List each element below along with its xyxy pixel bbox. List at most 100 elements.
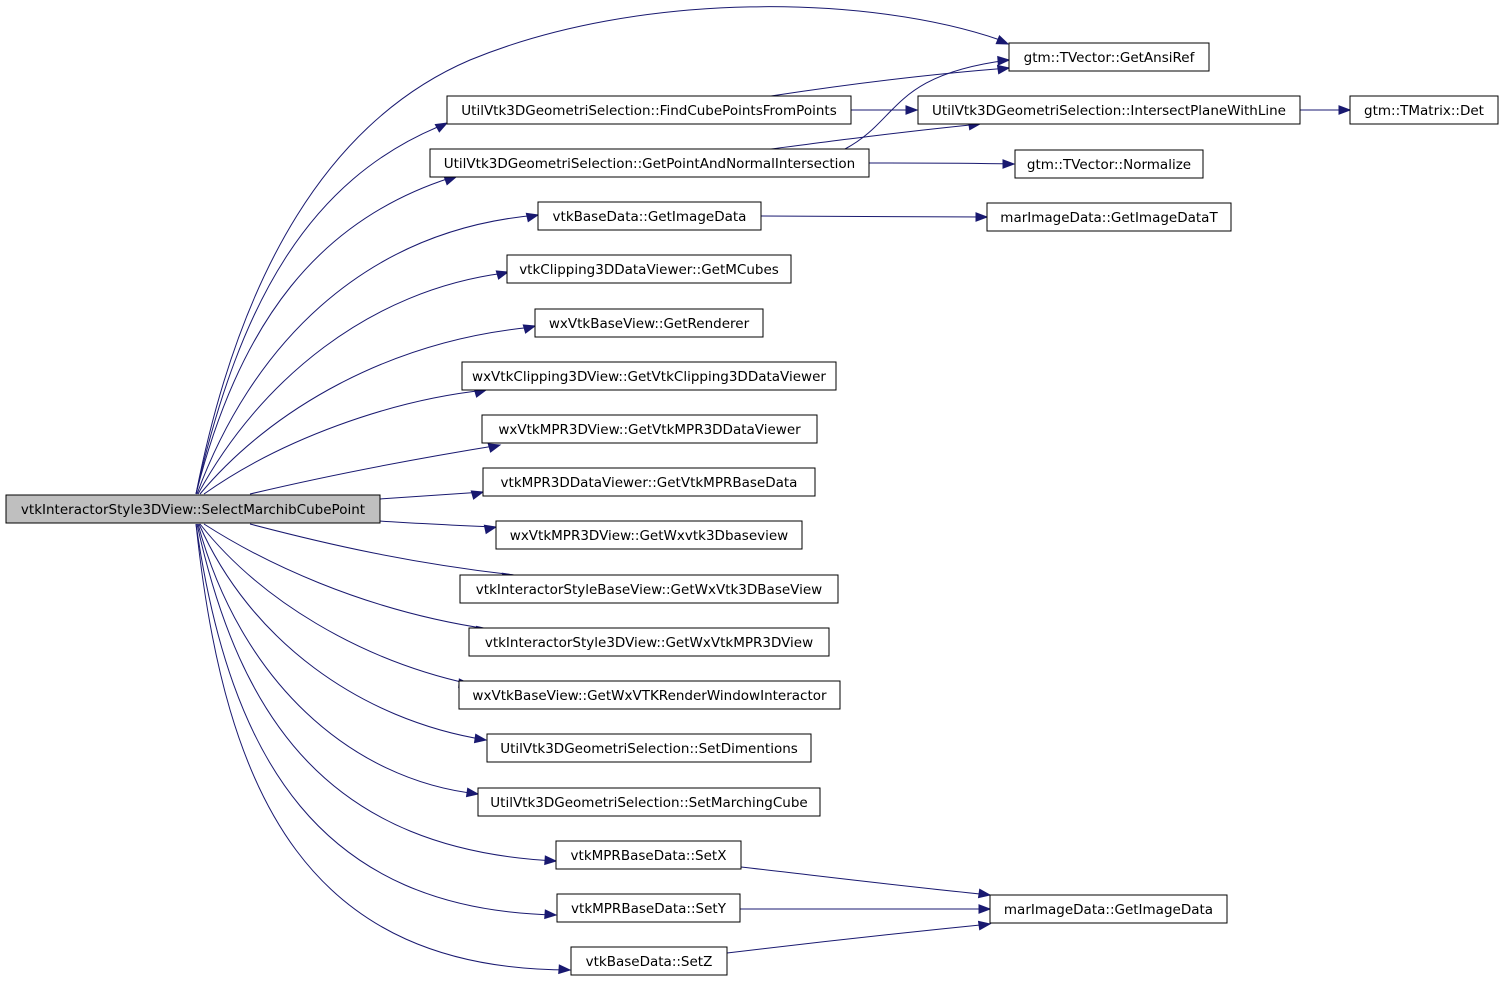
node-label: vtkMPRBaseData::SetX — [571, 848, 727, 864]
edge-line — [726, 923, 991, 954]
node-box — [534, 308, 764, 338]
node-box — [506, 254, 792, 284]
node-label: vtkMPR3DDataViewer::GetVtkMPRBaseData — [501, 475, 798, 491]
node-setdimentions[interactable]: UtilVtk3DGeometriSelection::SetDimention… — [486, 733, 812, 763]
node-label: wxVtkMPR3DView::GetVtkMPR3DDataViewer — [498, 422, 801, 438]
node-box — [459, 574, 839, 604]
edges-layer — [195, 6, 1352, 975]
edge-findcube-to-getansiref — [770, 64, 1011, 97]
node-getwxvtkmpr3dview[interactable]: vtkInteractorStyle3DView::GetWxVtkMPR3DV… — [468, 627, 830, 657]
arrowhead-icon — [977, 920, 992, 931]
node-getimagedatat[interactable]: marImageData::GetImageDataT — [986, 202, 1232, 232]
edge-root-to-setmarchingcube — [197, 523, 480, 798]
node-getansiref[interactable]: gtm::TVector::GetAnsiRef — [1008, 42, 1210, 72]
node-box — [1014, 149, 1204, 179]
arrowhead-icon — [975, 212, 989, 222]
node-findcube[interactable]: UtilVtk3DGeometriSelection::FindCubePoin… — [446, 95, 852, 125]
arrowhead-icon — [1002, 159, 1016, 169]
node-getrwi[interactable]: wxVtkBaseView::GetWxVTKRenderWindowInter… — [458, 680, 841, 710]
arrowhead-icon — [487, 443, 502, 453]
arrowhead-icon — [544, 855, 558, 866]
node-getmprviewer[interactable]: wxVtkMPR3DView::GetVtkMPR3DDataViewer — [481, 414, 818, 444]
edge-line — [770, 67, 1010, 97]
node-label: UtilVtk3DGeometriSelection::FindCubePoin… — [461, 103, 836, 119]
node-box — [1349, 95, 1499, 125]
edge-findcube-to-intersectplane — [851, 105, 919, 115]
node-getrenderer[interactable]: wxVtkBaseView::GetRenderer — [534, 308, 764, 338]
node-label: gtm::TMatrix::Det — [1364, 103, 1484, 119]
node-label: vtkBaseData::SetZ — [586, 954, 713, 970]
edge-line — [195, 6, 1001, 495]
node-box — [537, 201, 762, 231]
node-label: UtilVtk3DGeometriSelection::IntersectPla… — [932, 103, 1286, 119]
node-getmcubes[interactable]: vtkClipping3DDataViewer::GetMCubes — [506, 254, 792, 284]
node-box — [486, 733, 812, 763]
node-box — [5, 494, 381, 524]
arrowhead-icon — [495, 270, 510, 280]
edge-intersectplane-to-det — [1300, 105, 1352, 115]
node-label: marImageData::GetImageData — [1004, 902, 1213, 918]
node-label: vtkBaseData::GetImageData — [553, 209, 747, 225]
node-box — [986, 202, 1232, 232]
node-setz[interactable]: vtkBaseData::SetZ — [570, 946, 728, 976]
edge-setz-to-marimagedata — [726, 920, 992, 954]
edge-sety-to-marimagedata — [739, 904, 992, 914]
node-setmarchingcube[interactable]: UtilVtk3DGeometriSelection::SetMarchingC… — [477, 787, 821, 817]
node-intersectplane[interactable]: UtilVtk3DGeometriSelection::IntersectPla… — [917, 95, 1301, 125]
edge-line — [195, 523, 557, 916]
node-det[interactable]: gtm::TMatrix::Det — [1349, 95, 1499, 125]
node-box — [446, 95, 852, 125]
edge-line — [196, 214, 539, 495]
node-box — [570, 946, 728, 976]
node-label: wxVtkBaseView::GetWxVTKRenderWindowInter… — [472, 688, 827, 704]
node-label: marImageData::GetImageDataT — [1000, 210, 1218, 226]
node-box — [555, 840, 742, 870]
node-box — [429, 148, 870, 178]
node-getwxvtk3dbaseview[interactable]: vtkInteractorStyleBaseView::GetWxVtk3DBa… — [459, 574, 839, 604]
node-getpointnormal[interactable]: UtilVtk3DGeometriSelection::GetPointAndN… — [429, 148, 870, 178]
node-label: UtilVtk3DGeometriSelection::SetMarchingC… — [490, 795, 807, 811]
arrowhead-icon — [470, 490, 485, 500]
node-label: gtm::TVector::GetAnsiRef — [1024, 50, 1196, 66]
node-label: vtkMPRBaseData::SetY — [571, 901, 727, 917]
node-marimagedata[interactable]: marImageData::GetImageData — [989, 894, 1228, 924]
arrowhead-icon — [978, 904, 992, 914]
node-sety[interactable]: vtkMPRBaseData::SetY — [556, 893, 741, 923]
node-label: wxVtkMPR3DView::GetWxvtk3Dbaseview — [510, 528, 788, 544]
node-box — [495, 520, 803, 550]
edge-line — [379, 491, 484, 500]
edge-line — [770, 123, 981, 150]
edge-root-to-getmprbasedata — [379, 490, 485, 500]
node-box — [477, 787, 821, 817]
node-label: wxVtkBaseView::GetRenderer — [549, 316, 750, 332]
edge-root-to-getrwi — [199, 523, 472, 689]
node-getclipviewer[interactable]: wxVtkClipping3DView::GetVtkClipping3DDat… — [461, 361, 837, 391]
node-getmprbasedata[interactable]: vtkMPR3DDataViewer::GetVtkMPRBaseData — [482, 467, 816, 497]
edge-line — [199, 523, 471, 685]
edge-line — [203, 523, 489, 630]
node-box — [917, 95, 1301, 125]
edge-line — [199, 326, 535, 495]
node-normalize[interactable]: gtm::TVector::Normalize — [1014, 149, 1204, 179]
edge-line — [379, 520, 496, 528]
edge-line — [868, 162, 1015, 165]
root-node[interactable]: vtkInteractorStyle3DView::SelectMarchibC… — [5, 494, 381, 524]
edge-line — [197, 523, 479, 795]
node-label: vtkInteractorStyle3DView::GetWxVtkMPR3DV… — [485, 635, 813, 651]
edge-line — [195, 177, 451, 495]
node-getwxvtk3dbaseview_lower[interactable]: wxVtkMPR3DView::GetWxvtk3Dbaseview — [495, 520, 803, 550]
edge-root-to-setdimentions — [198, 523, 488, 744]
arrowhead-icon — [995, 35, 1010, 45]
node-label: gtm::TVector::Normalize — [1027, 157, 1191, 173]
edge-root-to-sety — [195, 523, 558, 920]
edge-line — [203, 389, 487, 495]
node-getimagedata[interactable]: vtkBaseData::GetImageData — [537, 201, 762, 231]
arrowhead-icon — [997, 55, 1011, 66]
node-label: UtilVtk3DGeometriSelection::SetDimention… — [500, 741, 798, 757]
node-setx[interactable]: vtkMPRBaseData::SetX — [555, 840, 742, 870]
arrowhead-icon — [905, 105, 919, 115]
edge-root-to-findcube — [195, 122, 449, 495]
arrowhead-icon — [443, 176, 458, 186]
arrowhead-icon — [996, 64, 1011, 75]
